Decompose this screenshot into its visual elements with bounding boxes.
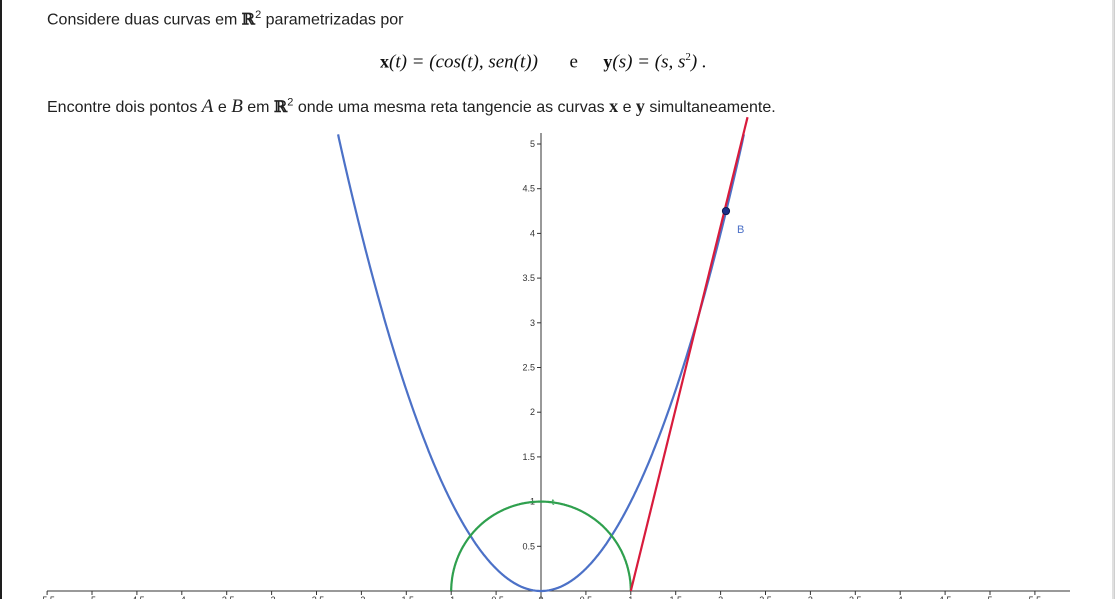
- question-reals-power: 2: [287, 96, 294, 109]
- curve-y-power: 2: [685, 51, 691, 63]
- y-tick-label: 1.5: [522, 452, 535, 462]
- statement-intro: Considere duas curvas em ℝ2 parametrizad…: [47, 9, 403, 29]
- x-tick-label: 4.5: [939, 595, 952, 599]
- question-e1: e: [217, 99, 227, 116]
- scrollbar-track[interactable]: [1112, 0, 1115, 599]
- circle-label: t: [552, 497, 555, 507]
- formula-connector: e: [569, 51, 578, 73]
- y-tick-label: 3: [530, 318, 535, 328]
- parametrization-formula: x(t) = (cos(t), sen(t)) e y(s) = (s, s2)…: [380, 51, 707, 73]
- curve-y-name: y: [603, 51, 613, 72]
- x-tick-label: 1.5: [669, 595, 682, 599]
- reals-power: 2: [255, 9, 262, 21]
- question-p3: simultaneamente.: [649, 99, 776, 116]
- question-p2: onde uma mesma reta tangencie as curvas: [297, 99, 605, 116]
- parabola-curve-y[interactable]: [337, 134, 745, 593]
- y-tick-label: 2.5: [522, 363, 535, 373]
- x-tick-label: 2: [718, 595, 723, 599]
- x-tick-label: -1: [447, 595, 455, 599]
- question-p1: Encontre dois pontos: [47, 99, 198, 116]
- x-tick-label: 3: [808, 595, 813, 599]
- y-tick-label: 4: [530, 228, 535, 238]
- x-tick-label: -3: [268, 595, 276, 599]
- x-tick-group: -5.5 -5 -4.5 -4 -3.5 -3 -2.5 -2 -1.5 -1 -0.5 0 0.5 1 1…: [39, 591, 1041, 599]
- x-tick-label: -2.5: [309, 595, 325, 599]
- curve-y-definition-a: (s) = (s, s: [612, 51, 686, 73]
- x-tick-label: -5: [88, 595, 96, 599]
- x-tick-label: -4.5: [129, 595, 145, 599]
- reals-symbol: ℝ: [241, 9, 256, 29]
- point-b[interactable]: [721, 206, 731, 216]
- y-tick-label: 0.5: [522, 541, 535, 551]
- statement-question: Encontre dois pontos A e B em ℝ2 onde um…: [47, 96, 776, 118]
- x-tick-label: -1.5: [399, 595, 415, 599]
- curve-y-ref: y: [635, 96, 645, 116]
- x-tick-label: 5: [987, 595, 992, 599]
- question-e2: e: [622, 99, 632, 116]
- intro-text: Considere duas curvas em: [47, 11, 238, 29]
- x-tick-label: 3.5: [849, 595, 862, 599]
- point-b-label: B: [737, 224, 744, 236]
- y-tick-label: 5: [530, 139, 535, 149]
- intro-end-text: parametrizadas por: [265, 11, 404, 29]
- y-tick-label: 4.5: [522, 184, 535, 194]
- x-tick-label: 0.5: [580, 595, 593, 599]
- point-a-symbol: A: [201, 96, 214, 117]
- question-em: em: [247, 99, 270, 116]
- x-tick-label: -5.5: [39, 595, 55, 599]
- y-tick-group: 0.511.522.533.544.55: [522, 139, 541, 551]
- x-tick-label: 4: [898, 595, 903, 599]
- curve-x-name: x: [380, 51, 389, 72]
- curve-x-definition: (t) = (cos(t), sen(t)): [389, 51, 538, 73]
- x-tick-label: 2.5: [759, 595, 772, 599]
- circle-curve-x[interactable]: [450, 500, 632, 591]
- x-tick-label: -0.5: [488, 595, 504, 599]
- x-tick-label: -4: [178, 595, 186, 599]
- x-tick-label: -2: [357, 595, 365, 599]
- x-tick-label: -3.5: [219, 595, 235, 599]
- window-left-edge: [0, 0, 2, 599]
- question-reals-symbol: ℝ: [273, 97, 288, 116]
- curve-y-definition-b: ) .: [690, 51, 707, 73]
- x-tick-label: 0: [538, 595, 543, 599]
- y-tick-label: 3.5: [522, 273, 535, 283]
- curve-x-ref: x: [609, 96, 619, 116]
- x-tick-label: 1: [628, 595, 633, 599]
- y-tick-label: 2: [530, 407, 535, 417]
- point-b-symbol: B: [231, 96, 243, 117]
- x-tick-label: 5.5: [1029, 595, 1042, 599]
- tangent-line[interactable]: [629, 116, 749, 592]
